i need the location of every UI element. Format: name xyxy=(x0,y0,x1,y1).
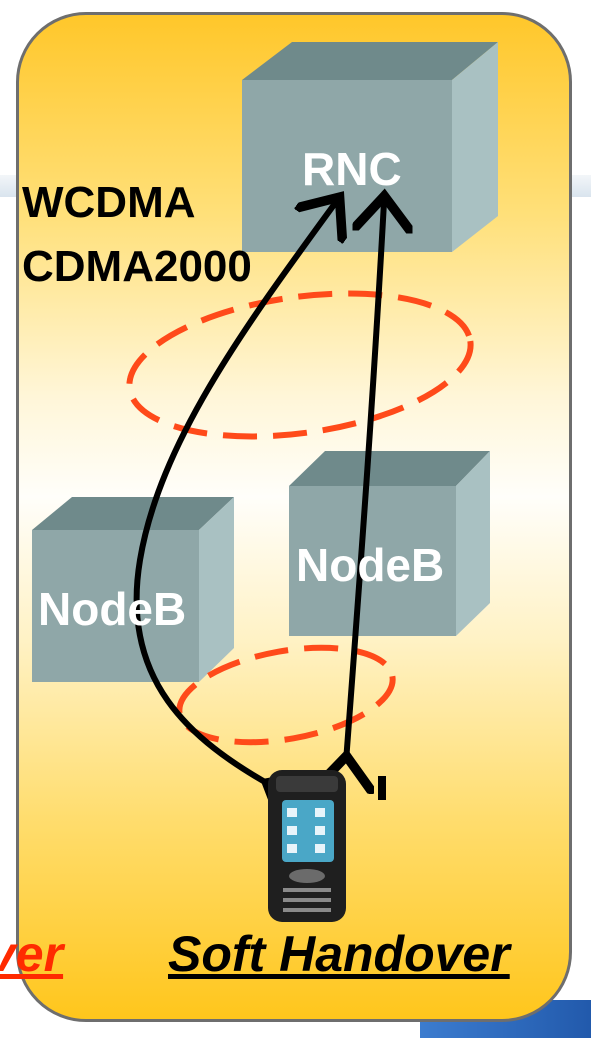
mobile-phone-icon xyxy=(268,770,346,922)
signal-mark xyxy=(378,776,386,800)
caption-left-fragment: ver xyxy=(0,926,64,982)
caption-soft-handover: Soft Handover xyxy=(168,926,510,982)
nodeb-left-box-front xyxy=(32,530,199,682)
nodeb-left-node xyxy=(32,497,234,682)
nodeb-left-box-top xyxy=(32,497,234,530)
nodeb-right-box-side xyxy=(456,451,490,636)
rnc-label: RNC xyxy=(302,143,402,195)
rnc-box-top xyxy=(242,42,498,80)
technology-label-wcdma: WCDMA xyxy=(22,178,196,227)
link-arrow-left xyxy=(133,202,336,786)
nodeb-right-box-top xyxy=(289,451,490,486)
rnc-box-side xyxy=(452,42,498,252)
nodeb-right-label: NodeB xyxy=(296,539,445,591)
nodeb-left-label: NodeB xyxy=(38,583,187,635)
dashed-ellipse-upper xyxy=(126,290,474,440)
technology-label-cdma2000: CDMA2000 xyxy=(22,242,252,291)
link-arrow-right xyxy=(346,202,384,762)
nodeb-left-box-side xyxy=(199,497,234,682)
